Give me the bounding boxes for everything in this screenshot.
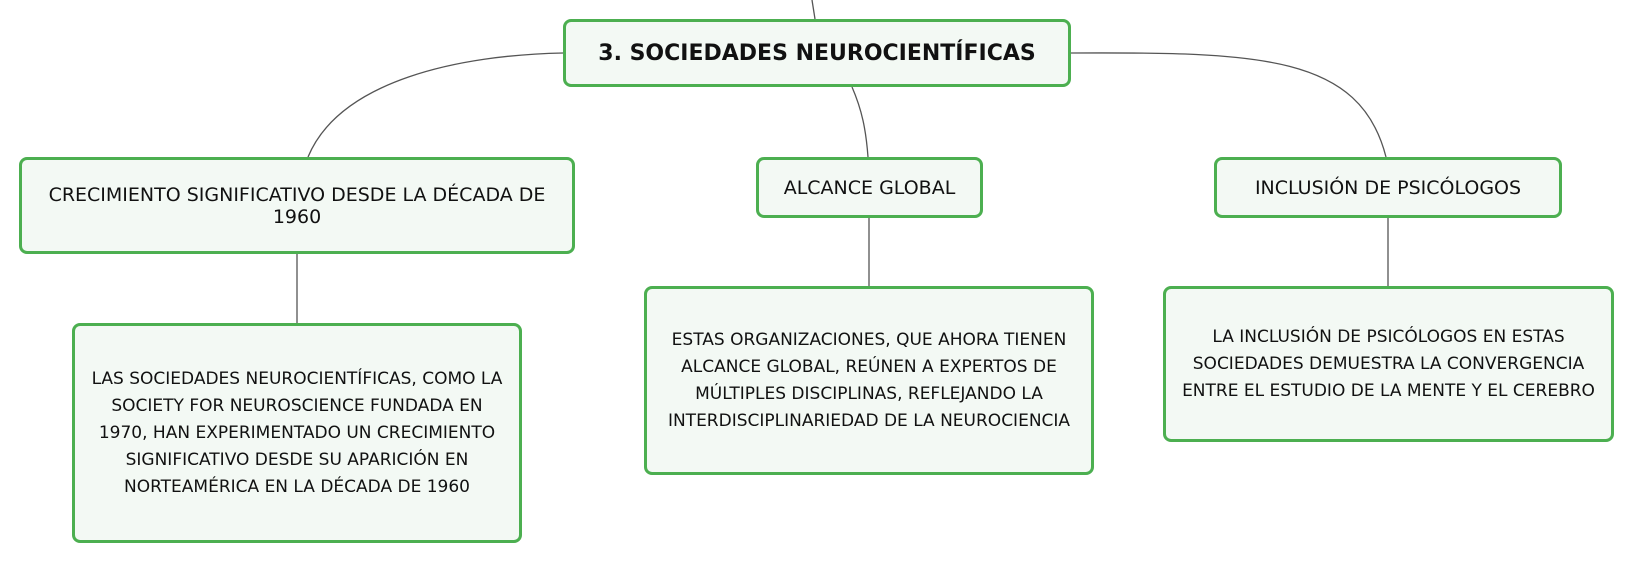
detail-alcance-global[interactable]: ESTAS ORGANIZACIONES, QUE AHORA TIENEN A… bbox=[644, 286, 1094, 475]
detail-inclusion-psicologos[interactable]: LA INCLUSIÓN DE PSICÓLOGOS EN ESTAS SOCI… bbox=[1163, 286, 1614, 442]
detail-crecimiento[interactable]: LAS SOCIEDADES NEUROCIENTÍFICAS, COMO LA… bbox=[72, 323, 522, 543]
detail-inclusion-psicologos-text: LA INCLUSIÓN DE PSICÓLOGOS EN ESTAS SOCI… bbox=[1182, 326, 1595, 401]
connector-root-to-alcance bbox=[851, 86, 869, 158]
topic-crecimiento[interactable]: CRECIMIENTO SIGNIFICATIVO DESDE LA DÉCAD… bbox=[19, 157, 575, 254]
topic-inclusion-psicologos-label: INCLUSIÓN DE PSICÓLOGOS bbox=[1254, 176, 1522, 199]
connector-parent-to-root bbox=[811, 0, 816, 20]
topic-alcance-global-label: ALCANCE GLOBAL bbox=[783, 176, 956, 199]
detail-crecimiento-text: LAS SOCIEDADES NEUROCIENTÍFICAS, COMO LA… bbox=[91, 368, 503, 497]
root-topic[interactable]: 3. SOCIEDADES NEUROCIENTÍFICAS bbox=[563, 19, 1071, 87]
topic-alcance-global[interactable]: ALCANCE GLOBAL bbox=[756, 157, 983, 218]
topic-inclusion-psicologos[interactable]: INCLUSIÓN DE PSICÓLOGOS bbox=[1214, 157, 1562, 218]
detail-alcance-global-text: ESTAS ORGANIZACIONES, QUE AHORA TIENEN A… bbox=[667, 329, 1071, 431]
topic-crecimiento-label: CRECIMIENTO SIGNIFICATIVO DESDE LA DÉCAD… bbox=[48, 183, 546, 228]
connector-root-to-crecimiento bbox=[307, 52, 564, 158]
connector-root-to-inclusion bbox=[1070, 52, 1387, 158]
root-topic-label: 3. SOCIEDADES NEUROCIENTÍFICAS bbox=[598, 40, 1036, 66]
